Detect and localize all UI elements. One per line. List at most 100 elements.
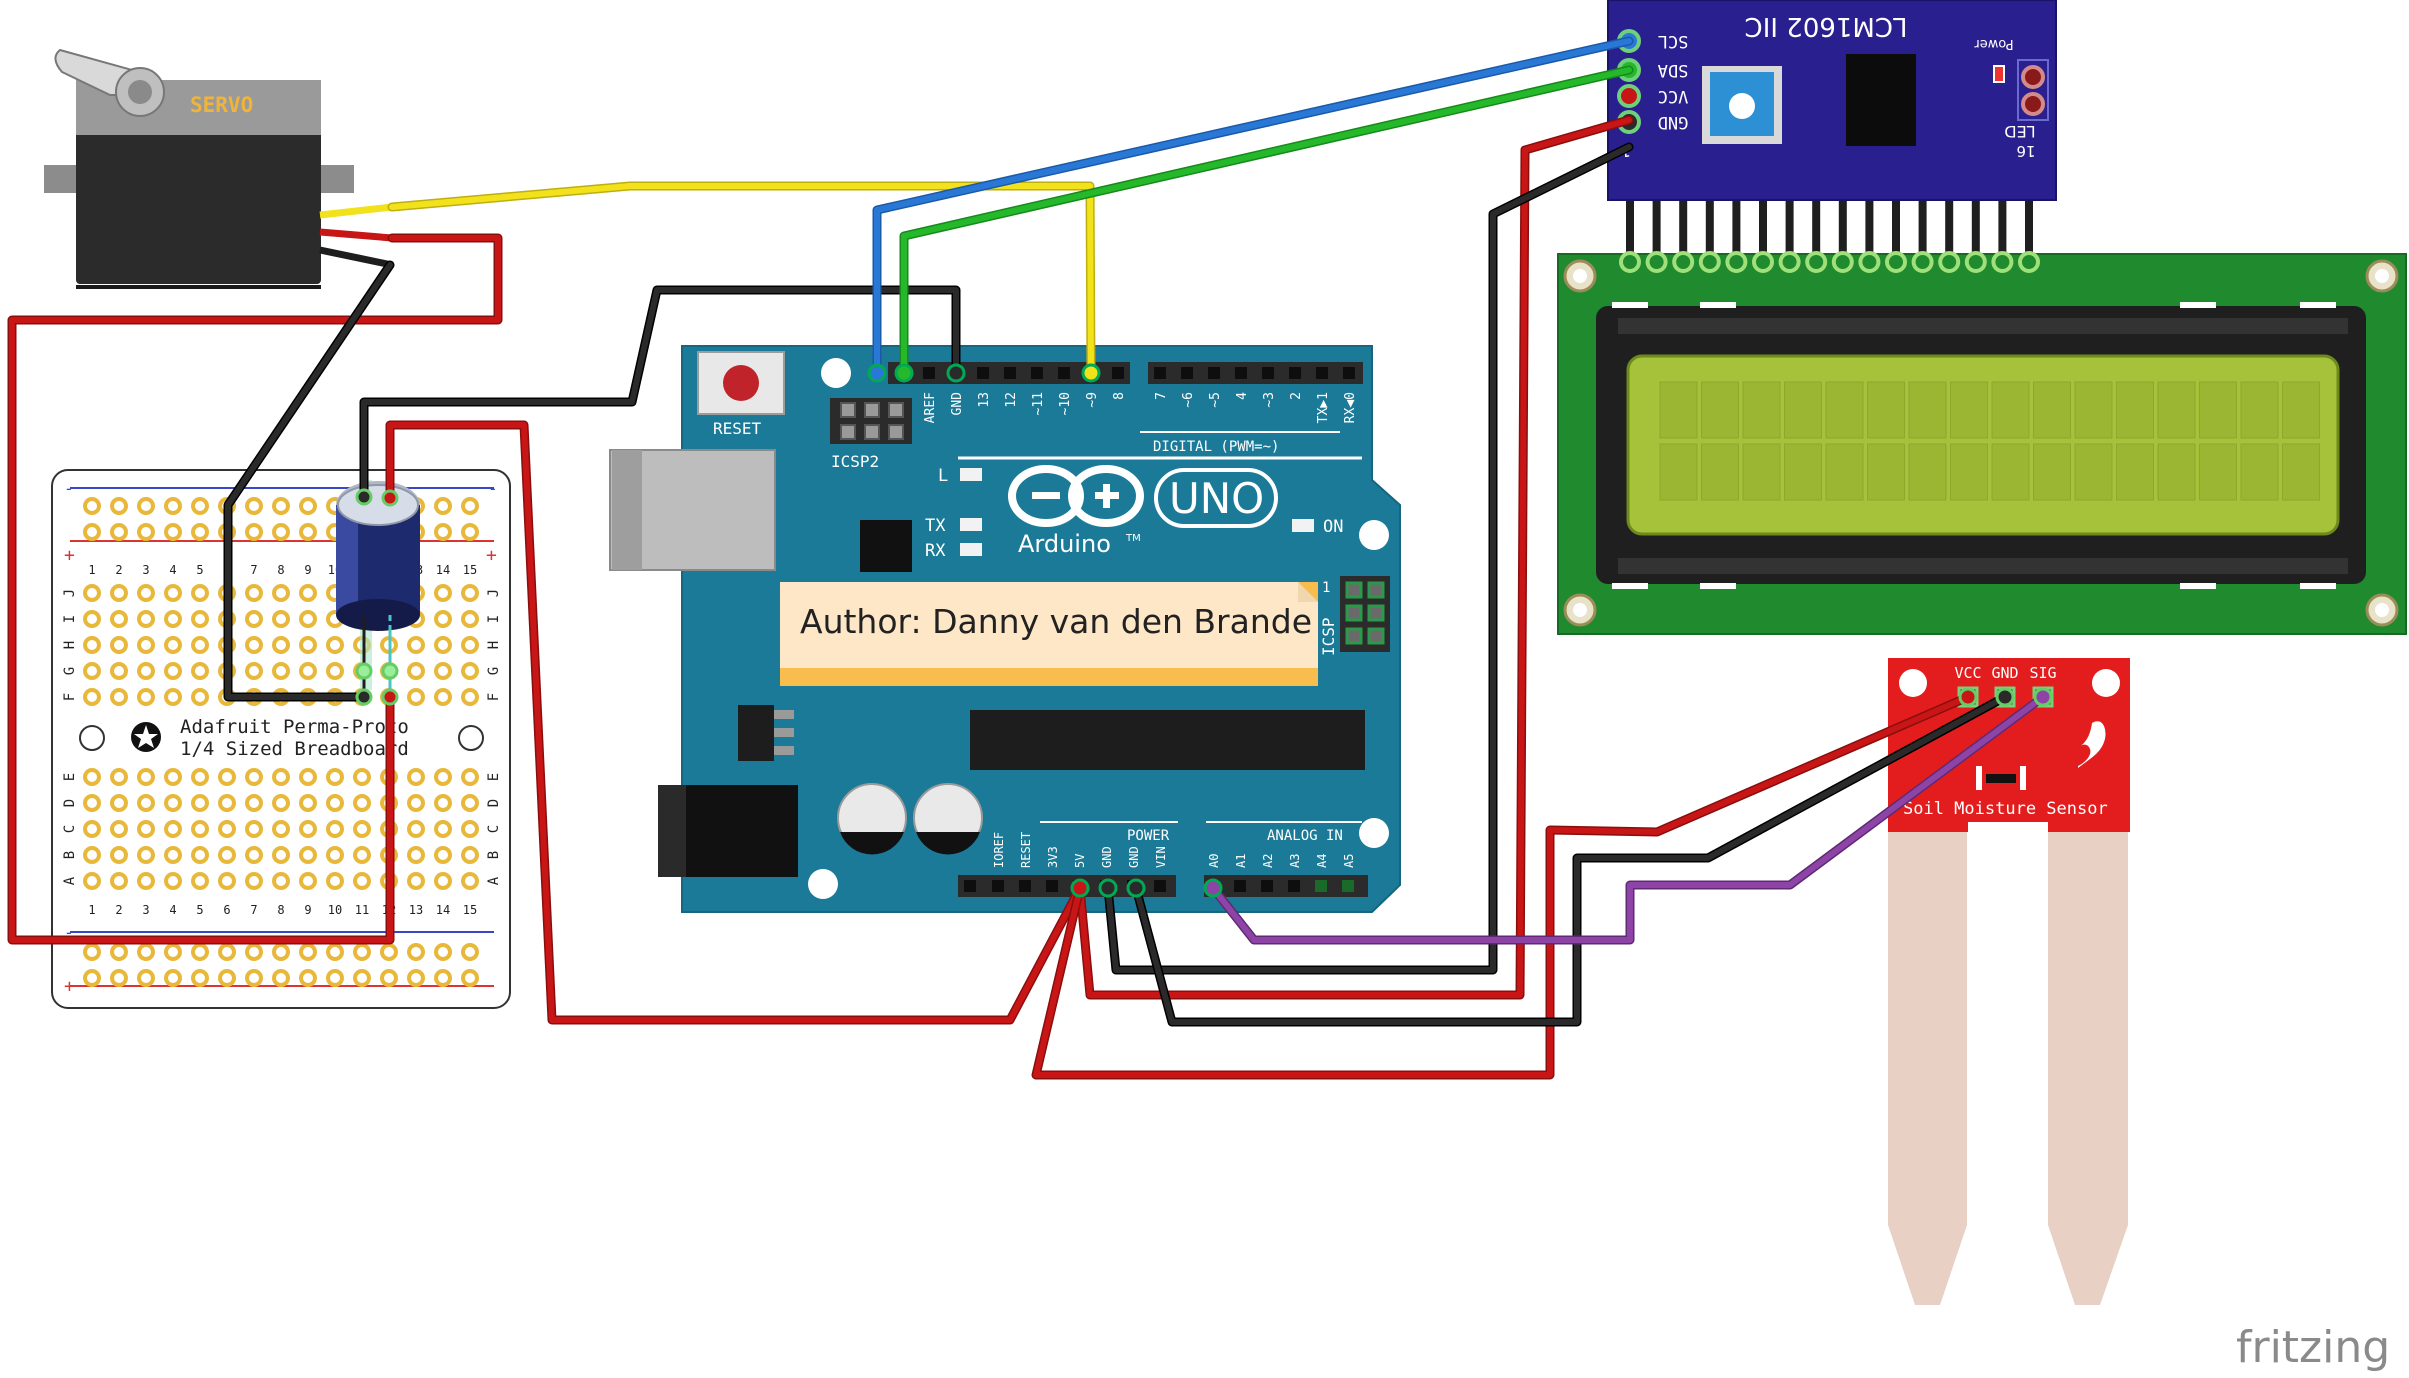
i2c-header-leg bbox=[1679, 170, 1688, 266]
breadboard-hole bbox=[299, 969, 317, 987]
breadboard-column-number: 14 bbox=[436, 903, 450, 917]
power-header-hole bbox=[1154, 880, 1166, 892]
lcd-character-cell bbox=[1908, 443, 1947, 501]
breadboard-hole bbox=[245, 768, 263, 786]
lcd-character-cell bbox=[1659, 443, 1698, 501]
sparkfun-flame-icon bbox=[2078, 721, 2106, 768]
analog-pin-label: A5 bbox=[1342, 854, 1356, 868]
digital-header-hole bbox=[1031, 367, 1043, 379]
digital-header-hole bbox=[1235, 367, 1247, 379]
breadboard-hole bbox=[137, 662, 155, 680]
breadboard-row-letter: F bbox=[486, 693, 502, 701]
breadboard-hole bbox=[218, 768, 236, 786]
breadboard-hole bbox=[461, 969, 479, 987]
lcd-character-cell bbox=[1991, 443, 2030, 501]
breadboard-hole bbox=[83, 872, 101, 890]
breadboard-hole bbox=[83, 584, 101, 602]
breadboard-subtitle: 1/4 Sized Breadboard bbox=[180, 738, 409, 760]
breadboard-row-letter: F bbox=[62, 693, 78, 701]
power-pin-label: 5V bbox=[1073, 854, 1087, 868]
breadboard-hole bbox=[137, 768, 155, 786]
digital-pin-label: AREF bbox=[923, 392, 938, 423]
arduino-infinity-logo-icon bbox=[1008, 465, 1144, 527]
breadboard-hole bbox=[83, 794, 101, 812]
breadboard-column-number: 4 bbox=[169, 903, 176, 917]
breadboard-hole bbox=[407, 768, 425, 786]
digital-header-right bbox=[1148, 362, 1363, 384]
reset-button-cap[interactable] bbox=[723, 365, 759, 401]
wire-red-lcd-vcc bbox=[1075, 115, 1634, 1000]
breadboard-column-number: 7 bbox=[250, 903, 257, 917]
breadboard-hole bbox=[191, 610, 209, 628]
breadboard-hole bbox=[461, 523, 479, 541]
breadboard-hole bbox=[461, 872, 479, 890]
power-header-holes bbox=[964, 880, 1354, 892]
breadboard-hole bbox=[407, 872, 425, 890]
breadboard-hole bbox=[191, 943, 209, 961]
adafruit-star-icon bbox=[131, 722, 161, 752]
breadboard-hole bbox=[461, 943, 479, 961]
breadboard-hole bbox=[461, 688, 479, 706]
breadboard-hole bbox=[137, 969, 155, 987]
breadboard-row-letter: D bbox=[486, 799, 502, 807]
power-pin-label: RESET bbox=[1019, 832, 1033, 868]
breadboard-column-number: 2 bbox=[115, 903, 122, 917]
breadboard-hole bbox=[137, 820, 155, 838]
breadboard-hole bbox=[245, 846, 263, 864]
breadboard-hole bbox=[461, 820, 479, 838]
atmega-chip bbox=[970, 710, 1365, 770]
breadboard-hole bbox=[407, 688, 425, 706]
lcd-character-cell bbox=[1825, 443, 1864, 501]
breadboard-hole bbox=[164, 794, 182, 812]
led-on bbox=[1292, 519, 1314, 532]
board-capacitor-1 bbox=[837, 783, 907, 855]
analog-pin-label: A1 bbox=[1234, 854, 1248, 868]
breadboard-hole bbox=[137, 794, 155, 812]
breadboard-hole bbox=[164, 636, 182, 654]
breadboard-hole bbox=[434, 497, 452, 515]
breadboard-hole bbox=[353, 820, 371, 838]
breadboard-hole bbox=[434, 794, 452, 812]
lcd-character-cells bbox=[1659, 381, 2320, 501]
digital-pin-label: ~9 bbox=[1085, 392, 1100, 408]
power-header-hole bbox=[964, 880, 976, 892]
breadboard-hole bbox=[164, 969, 182, 987]
digital-header-hole bbox=[1343, 367, 1355, 379]
pcf8574-chip bbox=[1846, 54, 1916, 146]
icsp-pin bbox=[1345, 581, 1363, 599]
breadboard-hole bbox=[434, 768, 452, 786]
lcd-header-pad bbox=[1858, 251, 1881, 273]
breadboard-column-number: 13 bbox=[409, 903, 423, 917]
breadboard-column-number: 11 bbox=[355, 903, 369, 917]
lcd-character-cell bbox=[1867, 381, 1905, 439]
icsp2-pin bbox=[840, 424, 856, 440]
breadboard-hole bbox=[137, 846, 155, 864]
lcd-character-cell bbox=[1742, 443, 1781, 501]
breadboard-hole bbox=[245, 969, 263, 987]
breadboard-hole bbox=[299, 610, 317, 628]
digital-pin-label: 13 bbox=[977, 392, 992, 408]
power-pin-label: GND bbox=[1100, 846, 1114, 868]
breadboard-hole bbox=[110, 610, 128, 628]
lcd-header-pad bbox=[1964, 251, 1987, 273]
breadboard-holes bbox=[83, 497, 479, 987]
breadboard-column-number: 4 bbox=[169, 563, 176, 577]
breadboard-hole bbox=[110, 969, 128, 987]
wire-purple-moisture-signal bbox=[1208, 692, 2048, 945]
digital-header-hole bbox=[1289, 367, 1301, 379]
breadboard-hole bbox=[434, 820, 452, 838]
breadboard-hole bbox=[110, 497, 128, 515]
breadboard-hole bbox=[83, 820, 101, 838]
wire-black-servo-ground bbox=[223, 260, 395, 702]
breadboard-hole bbox=[191, 636, 209, 654]
breadboard-hole bbox=[218, 872, 236, 890]
breadboard-hole bbox=[461, 584, 479, 602]
breadboard-hole bbox=[326, 943, 344, 961]
breadboard-title: Adafruit Perma-Proto bbox=[180, 716, 409, 738]
breadboard-hole bbox=[191, 846, 209, 864]
i2c-header-leg bbox=[1626, 170, 1634, 266]
breadboard-hole bbox=[299, 872, 317, 890]
